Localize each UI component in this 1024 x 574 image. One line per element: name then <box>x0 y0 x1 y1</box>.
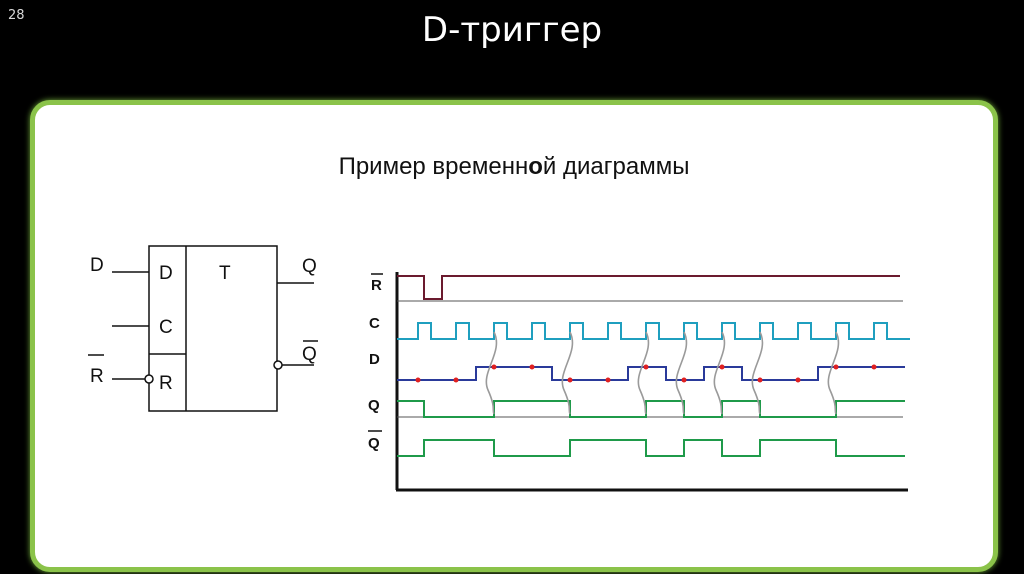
latch-arrow <box>713 331 726 415</box>
sample-marker <box>643 364 649 370</box>
box-d-label: D <box>159 263 173 284</box>
signal-q-label: Q <box>368 397 380 414</box>
input-r-label: R <box>90 366 104 387</box>
sample-marker <box>795 377 801 383</box>
signal-r-label: R <box>371 277 382 294</box>
sample-markers <box>415 364 877 383</box>
sample-marker <box>453 377 459 383</box>
clock-waveform <box>397 322 910 340</box>
slide-title: D-триггер <box>421 10 603 50</box>
data-waveform <box>397 366 905 381</box>
signal-c-label: C <box>369 315 380 332</box>
flip-flop-body <box>148 245 278 412</box>
q-waveform <box>397 400 905 418</box>
box-c-label: C <box>159 317 173 338</box>
reset-waveform <box>397 275 900 300</box>
sample-marker <box>757 377 763 383</box>
sample-marker <box>681 377 687 383</box>
slide-number: 28 <box>8 8 25 23</box>
latch-arrow <box>675 331 688 415</box>
box-t-label: T <box>219 263 231 284</box>
latch-arrow <box>485 331 498 415</box>
latch-arrow <box>827 331 840 415</box>
timing-diagram <box>395 272 910 492</box>
box-r-label: R <box>159 373 173 394</box>
latch-arrow <box>561 331 574 415</box>
sample-marker <box>415 377 421 383</box>
latch-arrows <box>485 331 840 415</box>
input-r-inversion <box>144 374 154 384</box>
signal-d-label: D <box>369 351 380 368</box>
qbar-waveform <box>397 439 905 457</box>
sample-marker <box>719 364 725 370</box>
sample-marker <box>529 364 535 370</box>
signal-qbar-label: Q <box>368 435 380 452</box>
flip-flop-schematic <box>88 245 318 412</box>
input-d-label: D <box>90 255 104 276</box>
output-q-label: Q <box>302 256 317 277</box>
latch-arrow <box>751 331 764 415</box>
output-qbar-label: Q <box>302 344 317 365</box>
sample-marker <box>871 364 877 370</box>
sample-marker <box>567 377 573 383</box>
sample-marker <box>833 364 839 370</box>
output-qbar-inversion <box>273 360 283 370</box>
latch-arrow <box>637 331 650 415</box>
sample-marker <box>605 377 611 383</box>
sample-marker <box>491 364 497 370</box>
diagram-subtitle: Пример временной диаграммы <box>338 153 690 180</box>
